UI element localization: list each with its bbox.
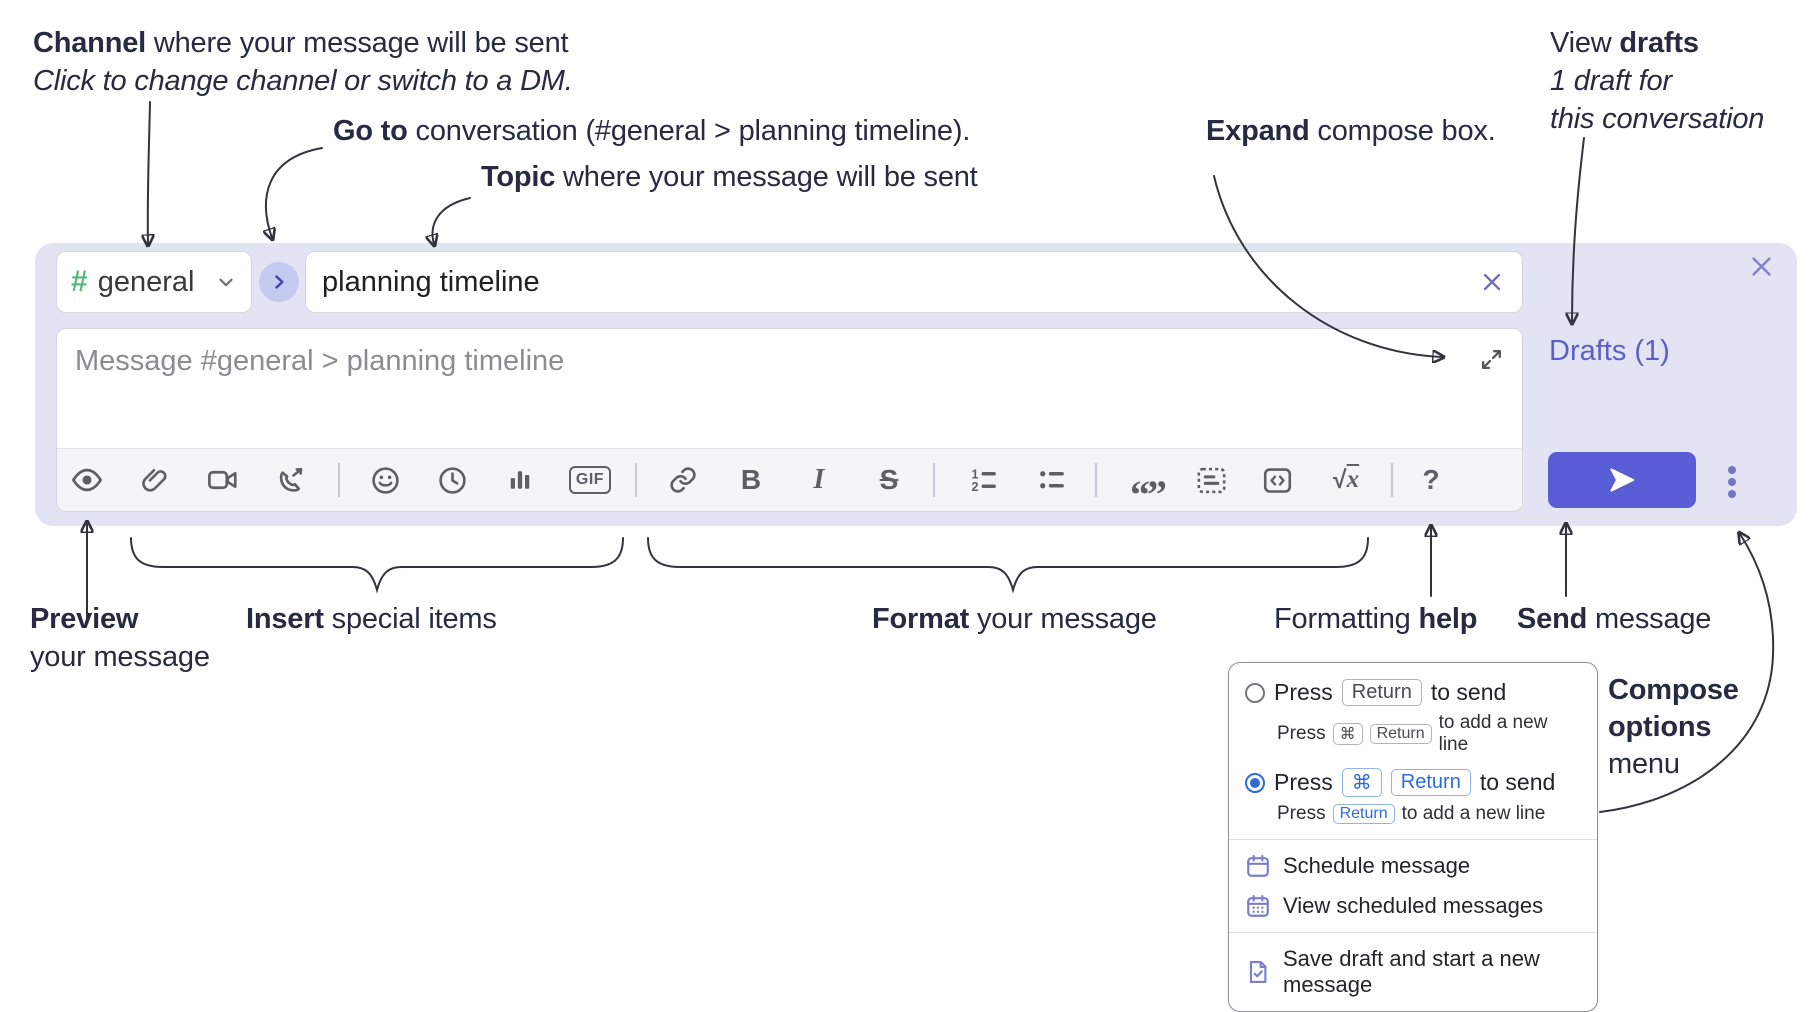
cmd-keycap: ⌘	[1341, 768, 1382, 797]
formula-icon[interactable]: √x	[1332, 465, 1360, 494]
channel-hash-icon: #	[71, 265, 88, 298]
gif-icon[interactable]: GIF	[568, 458, 612, 502]
preview-eye-icon[interactable]	[65, 458, 109, 502]
topic-annotation: Topic where your message will be sent	[481, 161, 978, 193]
menu-divider	[1229, 932, 1597, 933]
preview-annotation: Preview your message	[30, 603, 210, 673]
bold-icon[interactable]: B	[740, 464, 762, 495]
close-icon	[1483, 273, 1501, 291]
code-block-icon[interactable]	[1255, 458, 1299, 502]
calendar-icon	[1245, 853, 1271, 879]
goto-annotation: Go to conversation (#general > planning …	[333, 115, 971, 147]
channel-name: general	[97, 265, 195, 298]
format-annotation: Format your message	[872, 603, 1157, 635]
view-drafts-annotation: View drafts 1 draft for this conversatio…	[1550, 27, 1765, 135]
svg-text:2: 2	[972, 480, 979, 494]
send-button[interactable]	[1548, 452, 1696, 508]
link-icon[interactable]	[661, 458, 705, 502]
expand-compose-icon[interactable]	[1479, 347, 1504, 377]
toolbar-divider	[933, 463, 935, 497]
compose-options-annotation: Compose options menu	[1608, 674, 1739, 780]
chevron-down-icon	[215, 271, 237, 293]
attach-paperclip-icon[interactable]	[132, 458, 176, 502]
return-keycap: Return	[1332, 804, 1395, 824]
toolbar-divider	[635, 463, 637, 497]
toolbar-divider	[1095, 463, 1097, 497]
compose-options-kebab-button[interactable]	[1715, 462, 1749, 502]
calendar-grid-icon	[1245, 893, 1271, 919]
send-option-cmd-return[interactable]: Press ⌘ Return to send Press Return to a…	[1229, 764, 1597, 833]
poll-bar-chart-icon[interactable]	[498, 458, 542, 502]
italic-icon[interactable]: I	[813, 464, 825, 495]
return-keycap: Return	[1369, 724, 1432, 744]
quote-icon[interactable]: “”	[1130, 471, 1167, 517]
channel-annotation: Channel where your message will be sent …	[33, 27, 573, 97]
send-icon	[1610, 468, 1635, 492]
audio-call-icon[interactable]	[269, 458, 313, 502]
radio-selected-icon[interactable]	[1245, 772, 1265, 793]
send-option-return[interactable]: Press Return to send Press ⌘ Return to a…	[1229, 675, 1597, 764]
bulleted-list-icon[interactable]	[1030, 458, 1074, 502]
compose-options-menu: Press Return to send Press ⌘ Return to a…	[1228, 662, 1598, 1012]
video-camera-icon[interactable]	[201, 458, 245, 502]
return-keycap: Return	[1390, 769, 1471, 796]
view-scheduled-messages-item[interactable]: View scheduled messages	[1229, 886, 1597, 926]
compose-box-panel: # general	[35, 243, 1797, 526]
topic-input[interactable]	[305, 251, 1523, 313]
schedule-clock-icon[interactable]	[430, 458, 474, 502]
menu-divider	[1229, 839, 1597, 840]
drafts-link[interactable]: Drafts (1)	[1549, 335, 1670, 367]
insert-annotation: Insert special items	[246, 603, 497, 635]
toolbar-divider	[1391, 463, 1393, 497]
chevron-right-icon	[275, 275, 284, 289]
clear-topic-button[interactable]	[1475, 265, 1509, 299]
toolbar-divider	[338, 463, 340, 497]
blockquote-dotted-icon[interactable]	[1189, 458, 1233, 502]
cmd-keycap: ⌘	[1332, 723, 1363, 745]
schedule-message-item[interactable]: Schedule message	[1229, 846, 1597, 886]
radio-unselected-icon[interactable]	[1245, 682, 1265, 703]
close-compose-button[interactable]	[1741, 246, 1781, 286]
close-icon	[1751, 256, 1771, 276]
formatting-help-annotation: Formatting help	[1274, 603, 1478, 635]
expand-annotation: Expand compose box.	[1206, 115, 1496, 147]
message-area: GIF B I S 12 “” √x	[56, 328, 1523, 517]
save-draft-item[interactable]: Save draft and start a new message	[1229, 939, 1597, 1005]
document-check-icon	[1245, 959, 1271, 985]
send-annotation: Send message	[1517, 603, 1712, 635]
channel-selector-button[interactable]: # general	[56, 251, 252, 313]
emoji-smiley-icon[interactable]	[363, 458, 407, 502]
formatting-help-icon[interactable]: ?	[1422, 464, 1440, 495]
svg-text:1: 1	[972, 468, 979, 482]
return-keycap: Return	[1341, 679, 1422, 706]
goto-conversation-button[interactable]	[259, 262, 299, 302]
strikethrough-icon[interactable]: S	[879, 464, 899, 495]
